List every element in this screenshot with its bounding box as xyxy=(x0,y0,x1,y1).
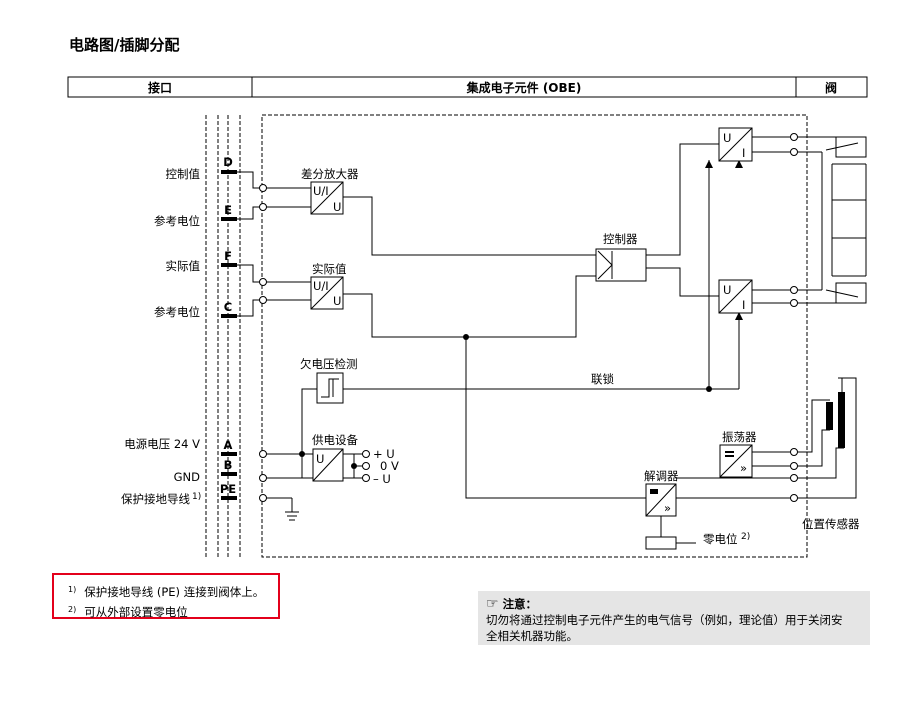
undervoltage-block xyxy=(316,372,344,404)
plus-u-label: + U xyxy=(373,447,395,461)
header-obe: 集成电子元件 (OBE) xyxy=(466,80,582,95)
diff-amp-block xyxy=(310,181,344,215)
zero-v-label: 0 V xyxy=(380,459,399,473)
zero-point-note: 2) xyxy=(741,532,750,542)
zero-point-resistor xyxy=(645,536,677,550)
converter-upper-u: U xyxy=(723,131,731,145)
zero-point-label: 零电位 xyxy=(703,532,738,546)
converter-lower xyxy=(718,279,753,314)
oscillator-chevrons: » xyxy=(740,461,747,475)
oscillator-block xyxy=(719,444,753,478)
actual-value-block xyxy=(310,276,344,310)
position-sensor xyxy=(826,378,845,448)
label-reference-potential-1: 参考电位 xyxy=(154,214,200,228)
pin-bar-b xyxy=(221,472,237,476)
converter-lower-u: U xyxy=(723,283,731,297)
label-protective-earth: 保护接地导线 xyxy=(121,492,190,506)
label-actual-value: 实际值 xyxy=(166,259,201,273)
pin-pe: PE xyxy=(220,482,236,496)
converter-lower-i: I xyxy=(742,298,745,312)
pin-bar-f xyxy=(221,263,237,267)
interlock-label: 联锁 xyxy=(591,372,614,386)
note-text-line2: 全相关机器功能。 xyxy=(486,629,578,643)
power-supply-block xyxy=(312,448,344,482)
actual-value-u: U xyxy=(333,294,341,308)
note-title: 注意： xyxy=(502,597,538,611)
diff-amp-label: 差分放大器 xyxy=(301,167,359,181)
note-box: ☞注意： 切勿将通过控制电子元件产生的电气信号（例如，理论值）用于关闭安 全相关… xyxy=(478,591,870,645)
pin-bar-d xyxy=(221,170,237,174)
header-valve: 阀 xyxy=(825,81,837,95)
footnote-1: 1)保护接地导线 (PE) 连接到阀体上。 xyxy=(68,585,265,599)
note-text-line1: 切勿将通过控制电子元件产生的电气信号（例如，理论值）用于关闭安 xyxy=(486,613,843,627)
converter-upper xyxy=(718,127,753,162)
pin-bar-c xyxy=(221,314,237,318)
pin-bar-e xyxy=(221,217,237,221)
footnotes-box: 1)保护接地导线 (PE) 连接到阀体上。 2)可从外部设置零电位 xyxy=(52,573,280,619)
pin-e: E xyxy=(224,203,232,217)
demodulator-block xyxy=(645,483,677,517)
junctions xyxy=(299,334,712,469)
pin-b: B xyxy=(224,458,233,472)
pin-bar-a xyxy=(221,452,237,456)
valve-body xyxy=(821,142,867,298)
label-supply-voltage: 电源电压 24 V xyxy=(124,437,200,451)
label-gnd: GND xyxy=(174,470,201,484)
diff-amp-u: U xyxy=(333,200,341,214)
footnote-2: 2)可从外部设置零电位 xyxy=(68,605,188,619)
actual-value-ui: U/I xyxy=(313,279,329,293)
label-protective-earth-note: 1) xyxy=(192,492,201,502)
pin-c: C xyxy=(224,300,232,314)
terminals xyxy=(259,133,798,502)
header-interface: 接口 xyxy=(148,80,172,95)
position-sensor-label: 位置传感器 xyxy=(802,517,860,531)
minus-u-label: – U xyxy=(373,472,391,486)
label-reference-potential-2: 参考电位 xyxy=(154,305,200,319)
pin-a: A xyxy=(224,438,233,452)
page-title: 电路图/插脚分配 xyxy=(69,36,180,54)
pin-f: F xyxy=(224,249,232,263)
undervoltage-label: 欠电压检测 xyxy=(300,357,358,371)
demodulator-label: 解调器 xyxy=(644,469,679,483)
converter-upper-i: I xyxy=(742,146,745,160)
actual-value-label: 实际值 xyxy=(312,262,347,276)
pointing-hand-icon: ☞ xyxy=(486,596,499,612)
label-control-value: 控制值 xyxy=(166,167,201,181)
oscillator-label: 振荡器 xyxy=(722,430,757,444)
controller-block xyxy=(595,248,647,282)
power-supply-label: 供电设备 xyxy=(312,433,358,447)
controller-label: 控制器 xyxy=(603,232,638,246)
wiring xyxy=(237,136,867,544)
pin-bar-pe xyxy=(221,496,237,500)
diff-amp-ui: U/I xyxy=(313,184,329,198)
pin-d: D xyxy=(223,155,233,169)
table-header xyxy=(67,76,868,98)
power-supply-u: U xyxy=(316,452,324,466)
demodulator-chevrons: » xyxy=(664,501,671,515)
obe-frame xyxy=(261,114,808,558)
